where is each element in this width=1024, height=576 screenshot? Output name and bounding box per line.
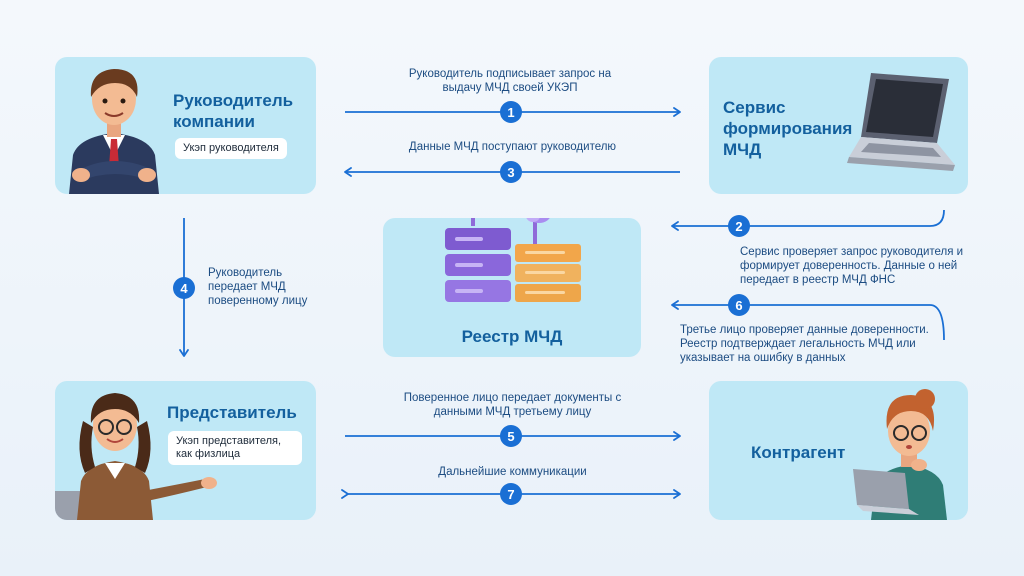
step-5-badge: 5: [500, 425, 522, 447]
businessman-icon: [69, 69, 159, 194]
representative-signature-pill: Укэп представителя, как физлица: [168, 431, 302, 465]
manager-title: Руководитель компании: [173, 91, 294, 131]
step-4-label: Руководитель передает МЧД поверенному ли…: [208, 267, 308, 307]
representative-title: Представитель: [167, 403, 297, 422]
step-7-label: Дальнейшие коммуникации: [438, 466, 587, 478]
step-6-label: Третье лицо проверяет данные доверенност…: [680, 324, 929, 364]
registry-card: Реестр МЧД: [383, 218, 641, 357]
arrow-step-2: [671, 209, 945, 231]
step-3-label: Данные МЧД поступают руководителю: [408, 141, 617, 153]
step-2-badge: 2: [728, 215, 750, 237]
service-title: Сервис формирования МЧД: [723, 98, 853, 159]
step-7-badge: 7: [500, 483, 522, 505]
counterparty-title: Контрагент: [751, 443, 846, 462]
representative-card: Представитель Укэп представителя, как фи…: [55, 381, 316, 520]
woman-representative-icon: [55, 393, 217, 520]
step-3-badge: 3: [500, 161, 522, 183]
laptop-icon: [847, 73, 955, 171]
service-card: Сервис формирования МЧД: [709, 57, 968, 194]
registry-title: Реестр МЧД: [461, 327, 563, 346]
step-4-badge: 4: [173, 277, 195, 299]
manager-card: Руководитель компании Укэп руководителя: [55, 57, 316, 194]
woman-counterparty-icon: [853, 389, 947, 520]
server-database-icon: [445, 218, 581, 302]
step-5-label: Поверенное лицо передает документы с дан…: [403, 392, 622, 418]
step-6-badge: 6: [728, 294, 750, 316]
counterparty-card: Контрагент: [709, 381, 968, 520]
step-2-label: Сервис проверяет запрос руководителя и ф…: [740, 246, 964, 286]
arrow-step-6: [671, 300, 945, 341]
manager-signature-pill: Укэп руководителя: [175, 138, 287, 159]
step-1-label: Руководитель подписывает запрос на выдач…: [408, 68, 612, 94]
step-1-badge: 1: [500, 101, 522, 123]
